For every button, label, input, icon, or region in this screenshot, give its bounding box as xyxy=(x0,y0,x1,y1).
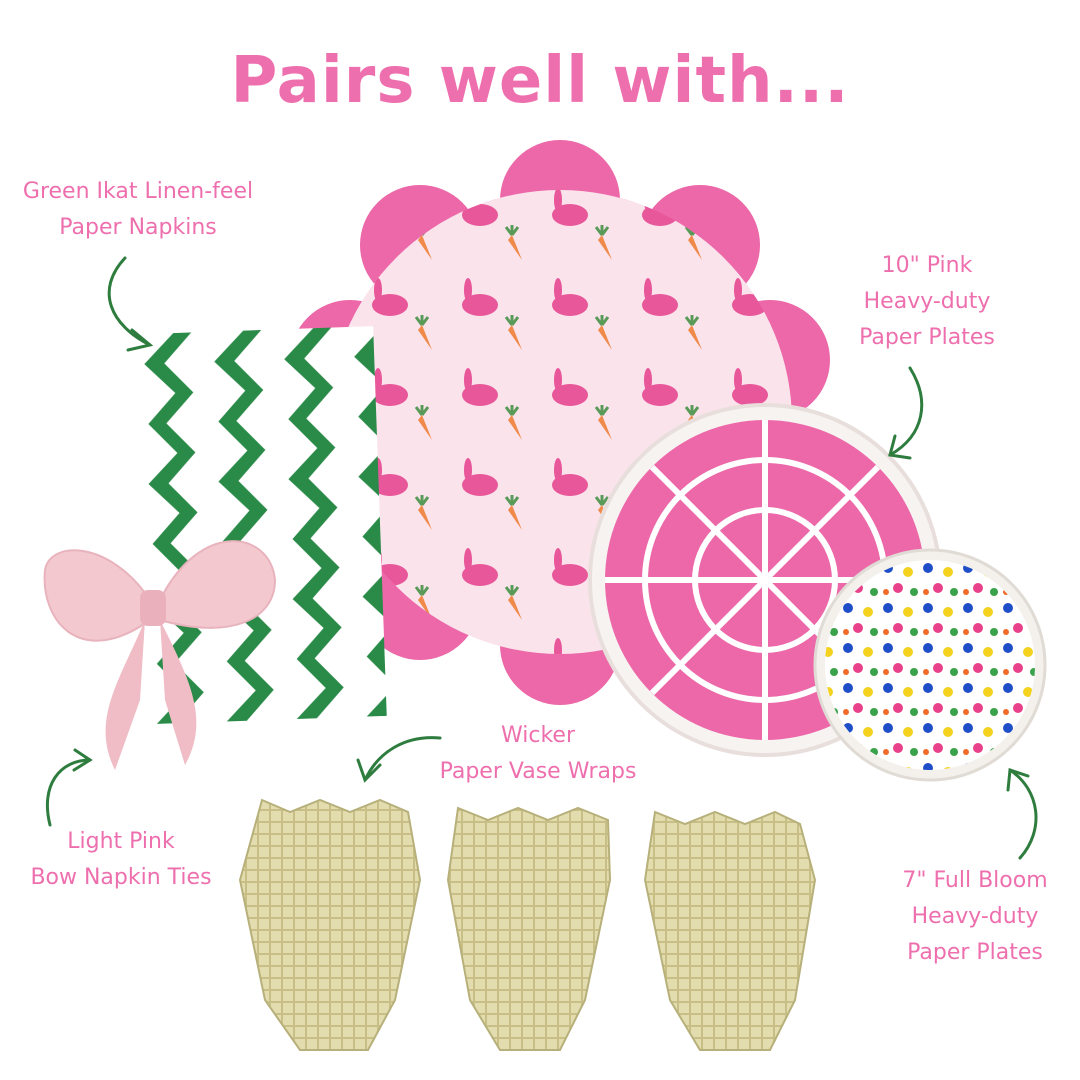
curved-arrow-icon xyxy=(888,366,924,460)
plates7-label-line2: Heavy-duty xyxy=(911,904,1039,929)
vase-label: Wicker Paper Vase Wraps xyxy=(418,718,658,790)
full-bloom-7-inch-plate xyxy=(813,548,1047,782)
bow-label-line2: Bow Napkin Ties xyxy=(30,865,212,890)
napkins-label: Green Ikat Linen-feel Paper Napkins xyxy=(0,174,276,246)
plates7-label: 7" Full Bloom Heavy-duty Paper Plates xyxy=(880,863,1070,971)
vase-label-line2: Paper Vase Wraps xyxy=(439,759,637,784)
plates7-label-line1: 7" Full Bloom xyxy=(902,868,1048,893)
page-title: Pairs well with... xyxy=(230,44,850,118)
plates10-label-line1: 10" Pink xyxy=(881,253,973,278)
curved-arrow-icon xyxy=(1006,767,1038,860)
napkins-label-line1: Green Ikat Linen-feel xyxy=(22,179,254,204)
plates10-label: 10" Pink Heavy-duty Paper Plates xyxy=(840,248,1014,356)
light-pink-bow xyxy=(43,540,277,770)
vase-label-line1: Wicker xyxy=(500,723,575,748)
wicker-vase-wraps xyxy=(238,798,817,1051)
curved-arrow-icon xyxy=(356,736,442,783)
napkins-label-line2: Paper Napkins xyxy=(59,215,217,240)
plates10-label-line2: Heavy-duty xyxy=(863,289,991,314)
bow-label: Light Pink Bow Napkin Ties xyxy=(8,824,234,896)
plates10-label-line3: Paper Plates xyxy=(859,325,995,350)
curved-arrow-icon xyxy=(45,748,93,827)
curved-arrow-icon xyxy=(107,256,154,352)
bow-label-line1: Light Pink xyxy=(67,829,175,854)
plates7-label-line3: Paper Plates xyxy=(907,940,1043,965)
